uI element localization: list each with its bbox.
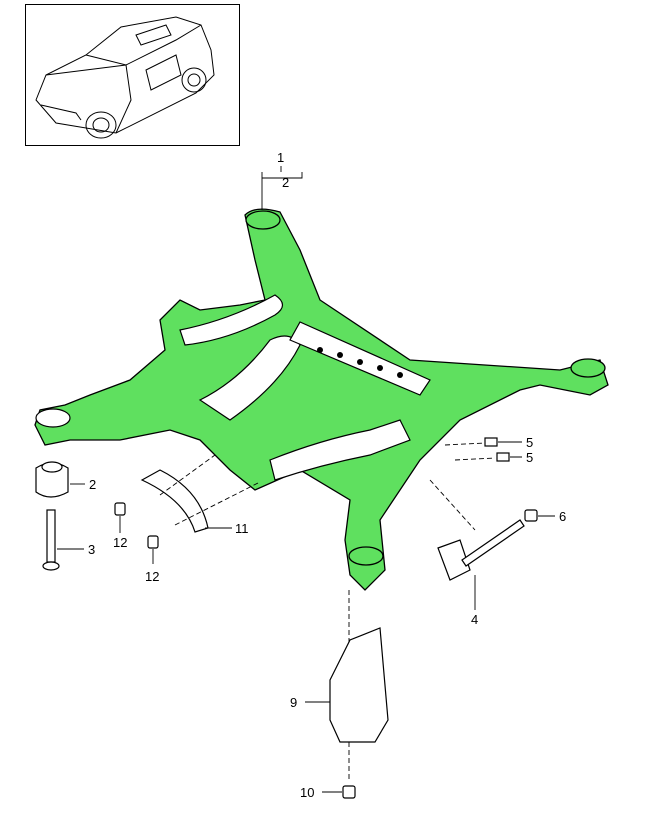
part-11-heat-shield-bracket[interactable]: 11 xyxy=(140,454,259,536)
callout-label: 10 xyxy=(300,785,314,800)
rear-subframe[interactable] xyxy=(34,208,609,591)
callout-label: 6 xyxy=(559,509,566,524)
callout-1-2: 1 2 xyxy=(261,150,303,210)
callout-label: 9 xyxy=(290,695,297,710)
part-4-level-sensor[interactable]: 4 xyxy=(429,479,525,627)
callout-label: 5 xyxy=(526,450,533,465)
callout-label: 3 xyxy=(88,542,95,557)
part-10-nut[interactable]: 10 xyxy=(300,785,356,800)
callout-label: 2 xyxy=(282,175,289,190)
callout-label: 5 xyxy=(526,435,533,450)
part-6-nut[interactable]: 6 xyxy=(524,509,566,524)
callout-label: 12 xyxy=(145,569,159,584)
callout-label: 2 xyxy=(89,477,96,492)
part-5-bolts[interactable]: 5 5 xyxy=(444,435,533,465)
callout-label: 11 xyxy=(235,521,249,536)
part-3-bolt[interactable]: 3 xyxy=(42,509,95,571)
callout-label: 1 xyxy=(277,150,284,165)
part-9-heat-shield[interactable]: 9 xyxy=(290,590,389,780)
callout-label: 12 xyxy=(113,535,127,550)
vehicle-thumbnail xyxy=(25,4,240,146)
suv-illustration xyxy=(35,16,215,139)
callout-label: 4 xyxy=(471,612,478,627)
part-2-bushing[interactable]: 2 xyxy=(35,461,96,498)
part-12-nut[interactable]: 12 12 xyxy=(113,502,159,584)
